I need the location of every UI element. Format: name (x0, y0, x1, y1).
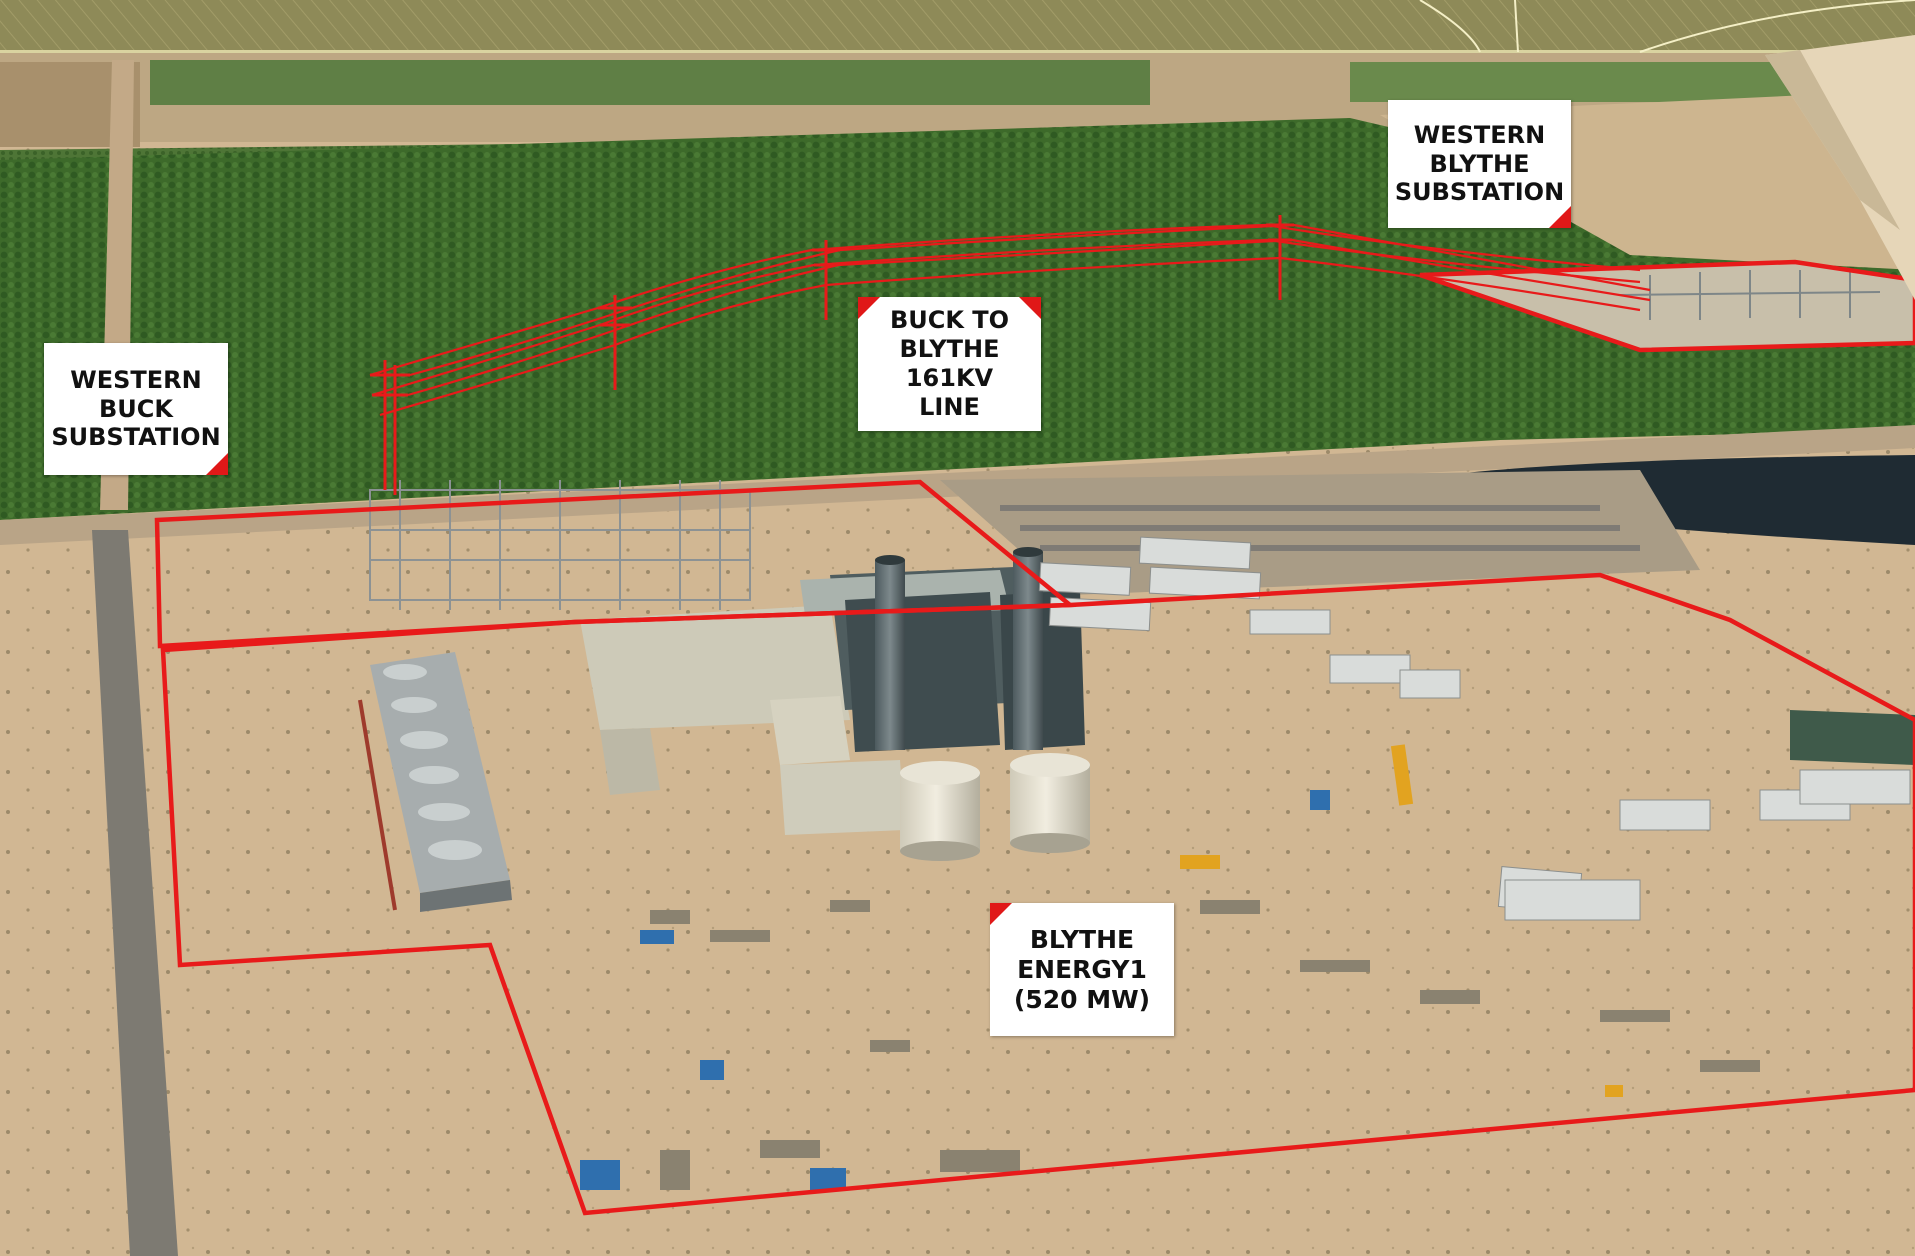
label-western-blythe-text: WESTERN BLYTHE SUBSTATION (1394, 120, 1565, 207)
label-blythe-energy1: BLYTHE ENERGY1 (520 MW) (990, 903, 1174, 1036)
label-buck-to-blythe-line: BUCK TO BLYTHE 161KV LINE (858, 297, 1041, 431)
label-line-text: BUCK TO BLYTHE 161KV LINE (889, 306, 1010, 421)
label-corner-marker (1549, 206, 1571, 228)
label-western-buck-text: WESTERN BUCK SUBSTATION (51, 365, 221, 452)
label-western-buck-substation: WESTERN BUCK SUBSTATION (44, 343, 228, 475)
label-corner-marker (206, 453, 228, 475)
label-western-blythe-substation: WESTERN BLYTHE SUBSTATION (1388, 100, 1571, 228)
label-corner-marker (1019, 297, 1041, 319)
label-corner-marker (990, 903, 1012, 925)
label-corner-marker (858, 297, 880, 319)
label-plant-text: BLYTHE ENERGY1 (520 MW) (1013, 924, 1151, 1014)
